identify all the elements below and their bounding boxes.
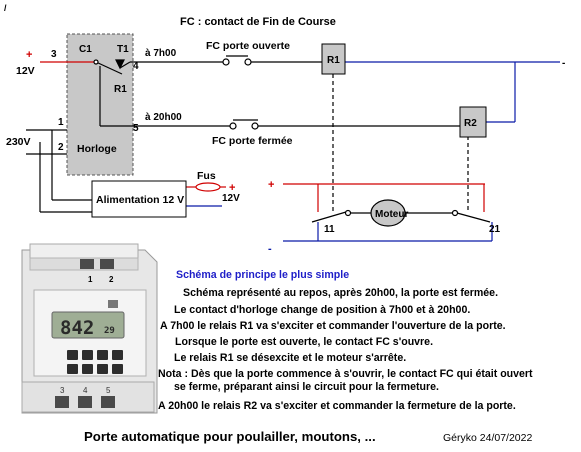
terminal-1-label: 1 — [58, 117, 64, 128]
terminal-2-label: 2 — [58, 142, 64, 153]
description-line: A 7h00 le relais R1 va s'exciter et comm… — [160, 320, 506, 332]
author-signature: Géryko 24/07/2022 — [443, 432, 532, 444]
relay-r2 — [459, 106, 487, 138]
timer-device-photo: 1 2 842 29 3 4 5 — [21, 243, 158, 414]
device-terminal-4: 4 — [83, 386, 88, 395]
device-terminal-5: 5 — [106, 386, 111, 395]
relay-r2-label: R2 — [464, 118, 477, 129]
horloge-label: Horloge — [77, 143, 117, 155]
minus-sign-return: - — [562, 58, 565, 69]
device-lcd-display: 842 — [60, 317, 94, 339]
device-terminal-2: 2 — [109, 275, 114, 284]
description-line: Nota : Dès que la porte commence à s'ouv… — [158, 368, 533, 380]
fc-open-contact — [222, 55, 252, 66]
description-line: A 20h00 le relais R2 va s'exciter et com… — [158, 400, 516, 412]
fuse — [195, 182, 221, 192]
alimentation-box — [91, 180, 187, 218]
plus-sign-alim: + — [229, 182, 235, 194]
device-lcd-seconds: 29 — [104, 326, 115, 336]
device-terminal-3: 3 — [60, 386, 65, 395]
description-line: Schéma représenté au repos, après 20h00,… — [183, 287, 498, 299]
wires — [26, 61, 560, 242]
terminal-4-label: 4 — [133, 61, 139, 72]
diagram-title: FC : contact de Fin de Course — [180, 16, 336, 28]
t1-label: T1 — [117, 44, 129, 55]
c1-label: C1 — [79, 44, 92, 55]
description-block: Schéma de principe le plus simple Schéma… — [158, 269, 533, 412]
footer-caption: Porte automatique pour poulailler, mouto… — [84, 429, 376, 444]
fc-closed-contact — [229, 119, 259, 130]
alim-output-12v-label: 12V — [222, 193, 240, 204]
device-buttons — [67, 350, 123, 374]
minus-sign-motor: - — [268, 243, 272, 255]
fc-open-label: FC porte ouverte — [206, 40, 290, 52]
time-7h-label: à 7h00 — [145, 48, 177, 59]
device-terminal-1: 1 — [88, 275, 93, 284]
terminal-3-label: 3 — [51, 49, 57, 60]
motor-label: Moteur — [375, 209, 408, 220]
contact-21-label: 21 — [489, 224, 501, 235]
description-line: se ferme, préparant ainsi le circuit pou… — [174, 381, 439, 393]
terminal-5-label: 5 — [133, 123, 139, 134]
alimentation-label: Alimentation 12 V — [96, 194, 184, 206]
plus-sign-12v: + — [26, 49, 32, 61]
r1-contact-label: R1 — [114, 84, 127, 95]
supply-230v-label: 230V — [6, 136, 31, 148]
description-line: Lorsque le porte est ouverte, le contact… — [175, 336, 433, 348]
plus-sign-motor: + — [268, 179, 274, 191]
fc-closed-label: FC porte fermée — [212, 135, 293, 147]
relay-r1-label: R1 — [327, 55, 340, 66]
horloge-switch — [93, 59, 131, 75]
description-title: Schéma de principe le plus simple — [176, 269, 349, 281]
supply-12v-label: 12V — [16, 65, 35, 77]
time-20h-label: à 20h00 — [145, 112, 182, 123]
relay-r1 — [321, 43, 346, 75]
description-line: Le relais R1 se désexcite et le moteur s… — [174, 352, 406, 364]
fuse-label: Fus — [197, 170, 216, 182]
contact-11-label: 11 — [324, 224, 335, 235]
motor — [370, 199, 406, 227]
description-line: Le contact d'horloge change de position … — [174, 304, 470, 316]
tick-mark: / — [4, 3, 7, 13]
